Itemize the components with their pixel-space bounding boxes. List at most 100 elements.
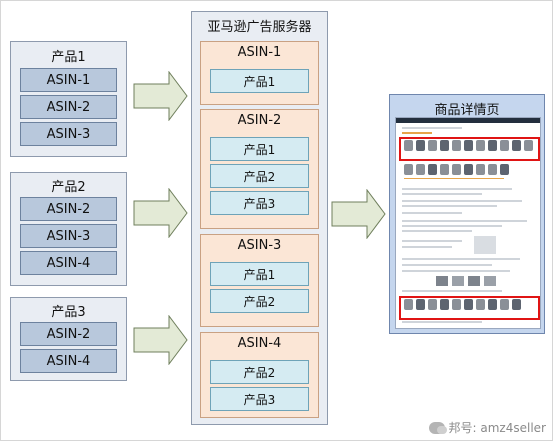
text-line [402, 188, 512, 190]
product-thumbnail [404, 299, 413, 310]
text-line [402, 264, 492, 266]
product-thumbnail [484, 276, 496, 286]
product-thumbnail [476, 299, 485, 310]
thumbnail-row [402, 140, 534, 152]
server-group-title: ASIN-1 [237, 45, 282, 60]
product-thumbnail [464, 164, 473, 175]
text-line [402, 258, 520, 260]
product-thumbnail [416, 299, 425, 310]
product-thumbnail [404, 140, 413, 151]
detail-page-screenshot [395, 117, 541, 329]
thumbnail-row [402, 164, 534, 176]
text-line [404, 178, 504, 179]
product-thumbnail [464, 140, 473, 151]
product-thumbnail [468, 276, 480, 286]
product-thumbnail [512, 140, 521, 151]
product-box: 产品2 [210, 164, 309, 188]
text-line [402, 270, 510, 272]
product-thumbnail [500, 299, 509, 310]
product-box: 产品3 [210, 387, 309, 411]
thumbnail-row [402, 299, 534, 311]
product-box: 产品2 [210, 360, 309, 384]
product-image-placeholder [474, 236, 496, 254]
arrow-right-icon [331, 189, 386, 239]
highlight-box-bottom [399, 296, 540, 320]
arrow-right-icon [133, 71, 188, 121]
text-line [402, 127, 462, 129]
asin-box: ASIN-2 [20, 95, 117, 119]
product-thumbnail [488, 164, 497, 175]
product-detail-title: 商品详情页 [434, 103, 500, 118]
text-line [402, 220, 527, 222]
product-panel-title: 产品3 [51, 305, 86, 320]
product-thumbnail [428, 140, 437, 151]
ad-server-title: 亚马逊广告服务器 [207, 20, 312, 35]
text-line [402, 193, 482, 195]
product-thumbnail [440, 299, 449, 310]
text-line [402, 246, 452, 248]
asin-box: ASIN-2 [20, 322, 117, 346]
product-box: 产品1 [210, 69, 309, 93]
product-panel-2: 产品2 ASIN-2 ASIN-3 ASIN-4 [10, 172, 127, 286]
product-box: 产品1 [210, 137, 309, 161]
server-group-title: ASIN-2 [237, 113, 282, 128]
arrow-right-icon [133, 188, 188, 238]
product-thumbnail [428, 299, 437, 310]
product-panel-1: 产品1 ASIN-1 ASIN-2 ASIN-3 [10, 41, 127, 157]
product-thumbnail [436, 276, 448, 286]
highlight-box-top [399, 137, 540, 161]
ad-server-panel: 亚马逊广告服务器 ASIN-1 产品1 ASIN-2 产品1 产品2 产品3 A… [191, 11, 328, 425]
asin-box: ASIN-3 [20, 224, 117, 248]
product-panel-3: 产品3 ASIN-2 ASIN-4 [10, 297, 127, 381]
product-thumbnail [488, 299, 497, 310]
product-thumbnail [452, 299, 461, 310]
asin-box: ASIN-4 [20, 251, 117, 275]
product-thumbnail [500, 140, 509, 151]
product-thumbnail [452, 276, 464, 286]
product-thumbnail [452, 164, 461, 175]
product-thumbnail [464, 299, 473, 310]
watermark-text: 邦号: amz4seller [448, 421, 546, 435]
text-line [402, 230, 472, 232]
product-panel-title: 产品1 [51, 50, 86, 65]
arrow-right-icon [133, 315, 188, 365]
server-asin-group-4: ASIN-4 产品2 产品3 [200, 332, 319, 418]
server-group-title: ASIN-4 [237, 336, 282, 351]
server-asin-group-2: ASIN-2 产品1 产品2 产品3 [200, 109, 319, 229]
product-box: 产品2 [210, 289, 309, 313]
product-box: 产品3 [210, 191, 309, 215]
product-thumbnail [500, 164, 509, 175]
text-line [402, 240, 462, 242]
page-header-bar [396, 118, 540, 123]
product-detail-panel: 商品详情页 [389, 94, 545, 334]
text-line [402, 290, 502, 292]
product-thumbnail [416, 164, 425, 175]
product-thumbnail [404, 164, 413, 175]
product-box: 产品1 [210, 262, 309, 286]
product-thumbnail [440, 140, 449, 151]
product-thumbnail [488, 140, 497, 151]
text-line [402, 205, 497, 207]
server-asin-group-3: ASIN-3 产品1 产品2 [200, 234, 319, 327]
asin-box: ASIN-2 [20, 197, 117, 221]
asin-box: ASIN-3 [20, 122, 117, 146]
product-thumbnail [512, 299, 521, 310]
product-thumbnail [524, 140, 533, 151]
product-thumbnail [476, 140, 485, 151]
product-thumbnail [476, 164, 485, 175]
wechat-icon [428, 421, 447, 434]
text-line [402, 321, 482, 323]
server-asin-group-1: ASIN-1 产品1 [200, 41, 319, 105]
product-thumbnail [416, 140, 425, 151]
watermark: 邦号: amz4seller [428, 419, 546, 436]
text-line [402, 225, 502, 227]
server-group-title: ASIN-3 [237, 238, 282, 253]
asin-box: ASIN-1 [20, 68, 117, 92]
product-thumbnail [440, 164, 449, 175]
product-thumbnail [428, 164, 437, 175]
text-line [402, 212, 462, 214]
product-panel-title: 产品2 [51, 180, 86, 195]
product-thumbnail [452, 140, 461, 151]
text-line [402, 132, 432, 134]
